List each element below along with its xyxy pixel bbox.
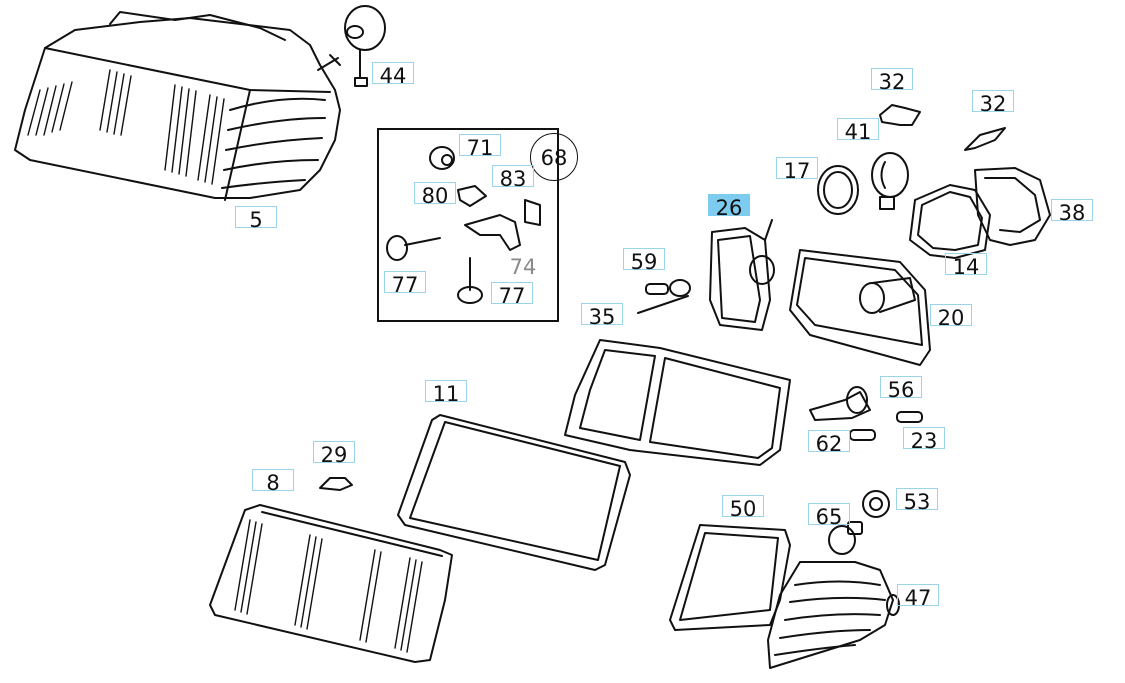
callout-5[interactable]: 5	[235, 206, 277, 232]
part-65-bulb[interactable]	[828, 521, 863, 555]
part-59-bulb[interactable]	[645, 279, 691, 297]
part-17-seal[interactable]	[817, 165, 859, 215]
part-32-clip-a[interactable]	[879, 104, 921, 126]
fastener-inset-box	[377, 128, 559, 322]
part-71-nut[interactable]	[429, 146, 455, 170]
callout-50[interactable]: 50	[722, 495, 764, 521]
part-lens-frame[interactable]	[564, 339, 791, 466]
callout-65[interactable]: 65	[808, 503, 850, 529]
part-20-housing[interactable]	[789, 249, 931, 366]
callout-80[interactable]: 80	[414, 182, 456, 208]
callout-56[interactable]: 56	[880, 376, 922, 402]
callout-71[interactable]: 71	[459, 134, 501, 160]
part-11-seal[interactable]	[397, 414, 631, 571]
callout-20[interactable]: 20	[930, 304, 972, 330]
part-47-indicator[interactable]	[767, 561, 900, 669]
callout-32-b[interactable]: 32	[972, 90, 1014, 116]
part-50-gasket[interactable]	[669, 524, 791, 631]
part-74-mount-bracket[interactable]	[464, 214, 521, 251]
part-26-reflector[interactable]	[709, 219, 775, 331]
callout-41[interactable]: 41	[837, 118, 879, 144]
callout-44[interactable]: 44	[372, 62, 414, 88]
part-8-lens[interactable]	[209, 504, 453, 663]
callout-17[interactable]: 17	[776, 157, 818, 183]
callout-8[interactable]: 8	[252, 469, 294, 495]
callout-77-b[interactable]: 77	[491, 282, 533, 308]
part-80-clip[interactable]	[457, 185, 487, 207]
callout-83[interactable]: 83	[492, 165, 534, 191]
callout-47[interactable]: 47	[897, 584, 939, 610]
callout-32-a[interactable]: 32	[871, 68, 913, 94]
part-77-screw-b[interactable]	[457, 257, 483, 304]
callout-68[interactable]: 68	[530, 133, 578, 181]
part-62-bulb[interactable]	[849, 429, 876, 441]
part-32-clip-b[interactable]	[964, 127, 1006, 151]
part-83-bracket[interactable]	[524, 199, 541, 226]
callout-11[interactable]: 11	[425, 380, 467, 406]
callout-26[interactable]: 26	[708, 194, 750, 220]
part-77-screw-a[interactable]	[386, 235, 441, 261]
part-29-clip[interactable]	[319, 477, 353, 491]
part-44-adjuster[interactable]	[344, 5, 386, 87]
callout-74[interactable]: 74	[509, 255, 537, 279]
part-56-h4-bulb[interactable]	[809, 386, 871, 421]
callout-29[interactable]: 29	[313, 441, 355, 467]
part-53-socket[interactable]	[862, 490, 890, 518]
callout-35[interactable]: 35	[581, 303, 623, 329]
part-14-gasket[interactable]	[909, 184, 991, 259]
part-5-headlamp-assembly[interactable]	[14, 11, 341, 201]
callout-38[interactable]: 38	[1051, 199, 1093, 225]
part-38-cover[interactable]	[974, 167, 1051, 246]
callout-62[interactable]: 62	[808, 430, 850, 456]
part-41-socket[interactable]	[871, 152, 909, 210]
callout-59[interactable]: 59	[623, 248, 665, 274]
callout-23[interactable]: 23	[903, 427, 945, 453]
part-35-wire[interactable]	[637, 295, 689, 314]
callout-77-a[interactable]: 77	[384, 271, 426, 297]
part-23-bulb[interactable]	[896, 411, 923, 423]
callout-14[interactable]: 14	[945, 253, 987, 279]
callout-53[interactable]: 53	[896, 488, 938, 514]
